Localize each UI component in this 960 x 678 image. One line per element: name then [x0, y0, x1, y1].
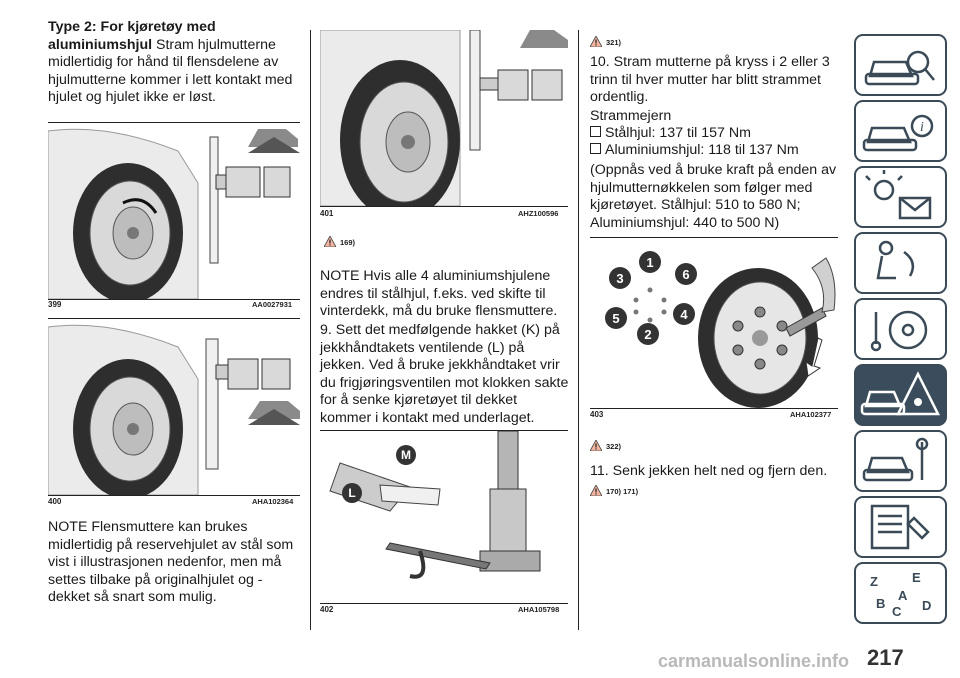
svg-text:C: C — [892, 604, 902, 619]
figure-403: 1 3 6 5 4 2 — [590, 237, 838, 409]
sequence-6: 6 — [682, 267, 689, 282]
sequence-1: 1 — [646, 255, 653, 270]
warning-ref-text: 169) — [340, 238, 356, 247]
airbag-seat-icon — [876, 240, 915, 280]
svg-text:i: i — [920, 120, 924, 135]
figure-401 — [320, 30, 568, 207]
checkbox-bullet — [590, 143, 601, 154]
torque-aluminium-text: Aluminiumshjul: 118 til 137 Nm — [605, 142, 799, 158]
column-divider-1 — [310, 30, 311, 630]
figure-402: M L — [320, 430, 568, 604]
car-wrench-icon — [862, 437, 929, 482]
light-mail-icon — [865, 170, 932, 220]
torque-note: (Oppnås ved å bruke kraft på enden av hj… — [590, 162, 837, 231]
figure-403-number: 403 — [590, 410, 604, 419]
jack-handle-illustration: M L — [320, 431, 568, 603]
steering-wheel-icon — [870, 310, 928, 352]
wheel-bolt-illustration — [48, 123, 300, 299]
figure-401-number: 401 — [320, 209, 334, 218]
watermark-footer: carmanualsonline.info — [658, 651, 850, 671]
warning-ref-text: 321) — [606, 38, 622, 47]
intro-text: Stram hjulmutterne midlertidig for hånd … — [48, 36, 293, 106]
step-11: 11. Senk jekken helt ned og fjern den. — [590, 463, 828, 479]
sequence-4: 4 — [680, 307, 688, 322]
tab-driving[interactable] — [854, 298, 947, 360]
sequence-2: 2 — [644, 327, 651, 342]
step-9: 9. Sett det medfølgende hakket (K) på je… — [320, 322, 569, 426]
car-info-icon: i — [862, 114, 934, 152]
warning-ref-169: 169) — [324, 236, 355, 247]
car-search-icon — [864, 50, 935, 86]
note-flange-nuts: NOTE Flensmuttere kan brukes midlertidig… — [48, 519, 294, 605]
figure-399-number: 399 — [48, 300, 62, 309]
figure-400-code: AHA102364 — [252, 497, 294, 506]
tab-car-dashboard[interactable]: i — [854, 100, 947, 162]
torque-title: Strammejern — [590, 108, 672, 124]
tab-technical-data[interactable] — [854, 496, 947, 558]
tab-safety[interactable] — [854, 232, 947, 294]
tab-maintenance[interactable] — [854, 430, 947, 492]
svg-text:A: A — [898, 588, 908, 603]
sequence-3: 3 — [616, 271, 623, 286]
tab-lights-mail[interactable] — [854, 166, 947, 228]
figure-400-number: 400 — [48, 497, 62, 506]
warning-triangle-icon — [590, 36, 602, 47]
step-10: 10. Stram mutterne på kryss i 2 eller 3 … — [590, 54, 830, 105]
wheel-flange-nut-illustration — [48, 319, 300, 495]
alphabet-index-icon: Z E BAC D — [870, 570, 931, 619]
torque-aluminium: Aluminiumshjul: 118 til 137 Nm — [590, 142, 799, 160]
tightening-sequence-illustration: 1 3 6 5 4 2 — [590, 238, 838, 408]
figure-399 — [48, 122, 300, 300]
checkbox-bullet — [590, 126, 601, 137]
tab-car-info[interactable] — [854, 34, 947, 96]
warning-ref-text: 170) 171) — [606, 487, 639, 496]
figure-402-number: 402 — [320, 605, 334, 614]
callout-m: M — [401, 448, 411, 462]
figure-402-code: AHA105798 — [518, 605, 560, 614]
figure-403-code: AHA102377 — [790, 410, 832, 419]
warning-ref-321: 321) — [590, 36, 621, 47]
torque-steel-text: Stålhjul: 137 til 157 Nm — [605, 125, 751, 141]
warning-triangle-icon — [590, 440, 602, 451]
warning-ref-322: 322) — [590, 440, 621, 451]
column-divider-2 — [578, 30, 579, 630]
tab-emergency[interactable] — [854, 364, 947, 426]
figure-401-code: AHZ100596 — [518, 209, 559, 218]
figure-399-code: AA0027931 — [252, 300, 293, 309]
svg-text:Z: Z — [870, 574, 878, 589]
page-number: 217 — [867, 645, 904, 670]
sequence-5: 5 — [612, 311, 619, 326]
warning-triangle-icon — [324, 236, 336, 247]
warning-ref-170-171: 170) 171) — [590, 485, 638, 496]
warning-triangle-icon — [590, 485, 602, 496]
note-aluminium-wheels: NOTE Hvis alle 4 aluminiumshjulene endre… — [320, 268, 558, 319]
section-heading: Type 2: For kjøretøy med aluminiumshjul — [48, 19, 216, 53]
spec-list-icon — [870, 504, 930, 550]
callout-l: L — [348, 486, 355, 500]
svg-text:D: D — [922, 598, 931, 613]
torque-steel: Stålhjul: 137 til 157 Nm — [590, 125, 751, 143]
intro-paragraph: Type 2: For kjøretøy med aluminiumshjul … — [48, 19, 300, 107]
figure-400 — [48, 318, 300, 496]
svg-text:B: B — [876, 596, 885, 611]
svg-text:E: E — [912, 570, 921, 585]
wheel-hub-illustration — [320, 30, 568, 206]
warning-ref-text: 322) — [606, 442, 622, 451]
emergency-warning-icon — [860, 371, 941, 416]
